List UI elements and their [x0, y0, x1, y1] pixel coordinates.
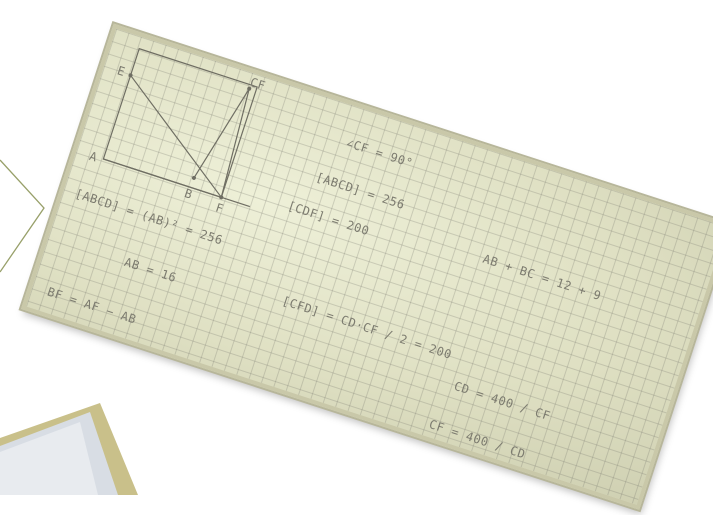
geometry-figure [102, 47, 258, 208]
corner-card [0, 403, 138, 495]
decorative-line [0, 159, 45, 273]
photo-scene: E CF A B F ∠CF = 90° [ABCD] = 256 AB + B… [0, 23, 713, 510]
grid-paper: E CF A B F ∠CF = 90° [ABCD] = 256 AB + B… [21, 23, 713, 510]
